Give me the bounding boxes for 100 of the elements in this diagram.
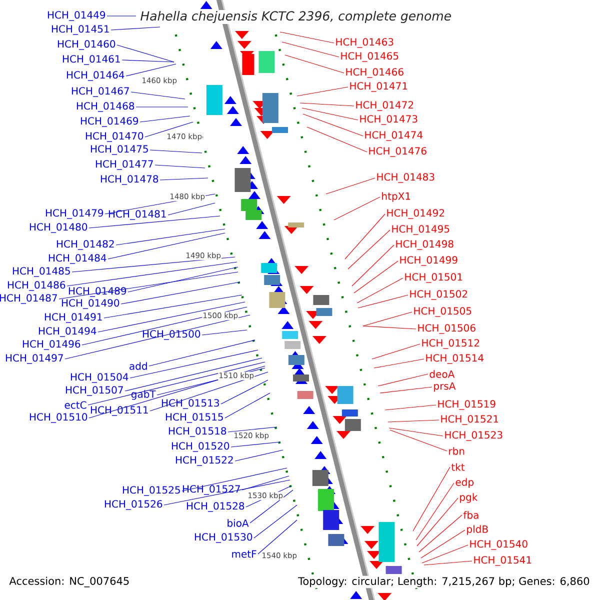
leader-line (98, 302, 246, 332)
leader-line (306, 126, 368, 152)
leader-line (254, 504, 298, 538)
gene-label: add (130, 362, 147, 370)
gene-label: HCH_01495 (392, 225, 450, 235)
leader-line (72, 256, 236, 272)
leader-line (358, 294, 408, 308)
gene-label: metF (232, 550, 256, 558)
leader-line (64, 314, 250, 360)
gene-label: HCH_01530 (194, 533, 252, 543)
leader-line (372, 344, 420, 360)
gene-label: HCH_01466 (346, 68, 404, 78)
leader-line (122, 60, 174, 62)
gene-label: HCH_01470 (86, 132, 144, 142)
gene-label: HCH_01528 (186, 502, 244, 512)
gene-label: HCH_01521 (441, 415, 498, 425)
gene-label: HCH_01477 (96, 160, 153, 170)
leader-line (230, 442, 280, 448)
gene-label: HCH_01481 (108, 210, 166, 220)
leader-line (154, 164, 206, 168)
leader-line (362, 312, 412, 326)
gene-label: HCH_01460 (58, 40, 116, 50)
leader-line (104, 294, 242, 318)
gene-label: HCH_01479 (46, 209, 104, 219)
leader-line (124, 358, 262, 392)
gene-label: HCH_01482 (56, 240, 114, 250)
gene-label: HCH_01492 (387, 209, 444, 219)
gene-label: HCH_01474 (365, 131, 422, 141)
leader-line (128, 266, 238, 292)
leader-line (420, 530, 466, 558)
leader-line (58, 272, 238, 300)
leader-line (344, 214, 386, 260)
gene-label: ectC (64, 401, 86, 409)
leader-line (258, 520, 298, 554)
leader-line (150, 150, 202, 154)
gene-label: HCH_01449 (48, 11, 106, 21)
leader-line (88, 362, 266, 406)
leader-line (326, 178, 376, 194)
leader-line (300, 102, 354, 106)
gene-label: HCH_01525 (122, 486, 180, 496)
leader-line (348, 230, 390, 270)
genome-stats-text: Topology: circular; Length: 7,215,267 bp; Genes: 6,860 (297, 576, 591, 588)
gene-label: HCH_01541 (474, 556, 532, 566)
gene-label: HCH_01487 (0, 294, 57, 304)
leader-line (354, 260, 398, 294)
leader-line (412, 466, 450, 532)
gene-label: prsA (434, 382, 456, 392)
leader-line (224, 392, 270, 418)
gene-label: tkt (451, 463, 465, 471)
gene-label: HCH_01475 (90, 145, 148, 155)
gene-label: HCH_01496 (22, 340, 80, 350)
gene-label: HCH_01468 (76, 102, 134, 112)
leader-line (352, 244, 394, 286)
gene-label: HCH_01471 (350, 82, 408, 92)
leader-line (220, 380, 268, 404)
gene-label: HCH_01490 (62, 299, 120, 309)
gene-label: HCH_01464 (66, 71, 124, 81)
gene-label: HCH_01510 (30, 413, 88, 423)
gene-label: HCH_01467 (72, 87, 129, 97)
gene-label: HCH_01520 (172, 442, 230, 452)
leader-line (384, 404, 436, 410)
gene-label: HCH_01505 (414, 307, 472, 317)
leader-line (130, 350, 258, 378)
gene-label: HCH_01499 (400, 256, 458, 266)
accession-text: Accession: NC_007645 (9, 576, 129, 588)
leader-line (228, 426, 278, 432)
gene-label: HCH_01491 (44, 313, 102, 323)
leader-line (148, 340, 256, 366)
leader-line (302, 108, 358, 120)
gene-label: bioA (228, 519, 249, 527)
gene-label: HCH_01498 (396, 240, 454, 250)
title: Hahella chejuensis KCTC 2396, complete genome (139, 10, 453, 24)
gene-label: HCH_01451 (52, 25, 109, 35)
gene-label: edp (456, 478, 474, 488)
leader-line (126, 64, 176, 76)
gene-label: HCH_01473 (360, 115, 418, 125)
gene-label: HCH_01523 (445, 431, 502, 441)
gene-label: HCH_01485 (12, 267, 70, 277)
gene-label: deoA (430, 370, 455, 378)
leader-line (242, 476, 290, 490)
leader-line (302, 114, 364, 136)
gene-label: HCH_01512 (422, 339, 480, 349)
gene-label: HCH_01501 (405, 273, 462, 283)
leader-line (168, 202, 216, 216)
leader-line (424, 560, 472, 566)
gene-label: HCH_01469 (80, 117, 138, 127)
leader-line (140, 116, 190, 122)
gene-label: HCH_01502 (410, 290, 468, 300)
gene-label: pldB (467, 525, 488, 535)
gene-label: HCH_01486 (8, 281, 66, 291)
gene-label: HCH_01504 (70, 373, 128, 383)
leader-line (144, 122, 194, 138)
leader-line (334, 196, 380, 220)
leader-line (388, 420, 440, 422)
gene-label: HCH_01518 (168, 427, 226, 437)
leader-line (116, 44, 174, 62)
gene-label: pgk (460, 493, 478, 503)
leader-line (282, 42, 340, 58)
leader-line (110, 26, 160, 30)
gene-label: fba (463, 511, 478, 519)
